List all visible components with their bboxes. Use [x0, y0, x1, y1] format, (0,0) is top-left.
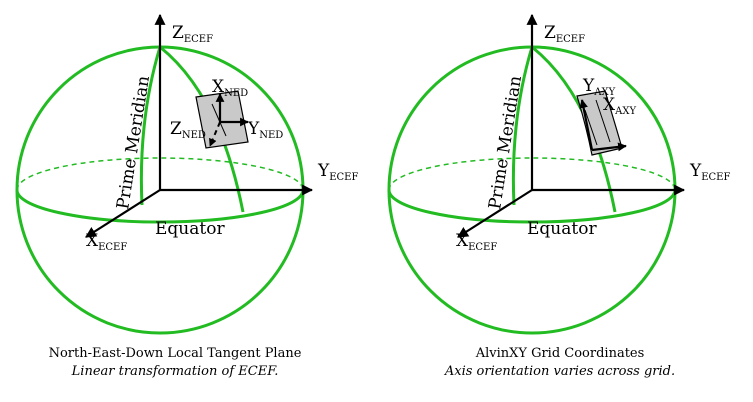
right-equator-label: Equator — [527, 219, 597, 239]
right-y-ecef-label: YECEF — [689, 161, 730, 183]
axy-grid-line-1 — [584, 109, 598, 146]
ned-x-label: XNED — [212, 77, 248, 99]
right-panel: ZECEF YECEF XECEF Prime Meridian Equator… — [387, 13, 730, 379]
left-x-ecef-label: XECEF — [86, 231, 127, 253]
axy-x-axis — [591, 142, 627, 152]
right-caption-title: AlvinXY Grid Coordinates — [475, 346, 645, 361]
left-prime-meridian-line — [139, 46, 162, 206]
axy-y-axis — [579, 99, 594, 151]
left-caption-title: North-East-Down Local Tangent Plane — [49, 346, 302, 361]
left-caption-subtitle: Linear transformation of ECEF. — [71, 364, 279, 379]
left-panel: ZECEF YECEF XECEF Prime Meridian Equator… — [15, 13, 358, 379]
right-axy-grid-patch — [576, 90, 627, 156]
ned-plane — [195, 90, 249, 149]
left-equator-front — [15, 189, 305, 224]
ned-z-axis — [209, 121, 221, 147]
left-ecef-axes — [85, 13, 314, 238]
right-x-axis — [457, 189, 533, 238]
right-caption-subtitle: Axis orientation varies across grid. — [444, 364, 675, 379]
right-equator-back — [388, 157, 676, 191]
right-ecef-axes — [457, 13, 686, 238]
axy-grid-patch — [576, 90, 623, 156]
axy-x-label: XAXY — [603, 95, 636, 117]
left-ned-tangent-plane — [195, 90, 249, 149]
ned-y-label: YNED — [247, 119, 283, 141]
left-z-ecef-label: ZECEF — [172, 23, 213, 45]
axy-grid-line-2 — [595, 99, 611, 143]
right-prime-meridian-label: Prime Meridian — [485, 74, 526, 211]
left-prime-meridian-label: Prime Meridian — [113, 74, 154, 211]
right-z-ecef-label: ZECEF — [544, 23, 585, 45]
ned-z-label: ZNED — [170, 119, 206, 141]
right-x-ecef-label: XECEF — [456, 231, 497, 253]
left-equator-label: Equator — [155, 219, 225, 239]
left-equator-back — [16, 157, 304, 191]
axy-y-label: YAXY — [582, 76, 616, 98]
left-x-axis — [85, 189, 161, 238]
left-y-ecef-label: YECEF — [317, 161, 358, 183]
right-equator-front — [387, 189, 677, 224]
right-prime-meridian-line — [511, 46, 534, 206]
